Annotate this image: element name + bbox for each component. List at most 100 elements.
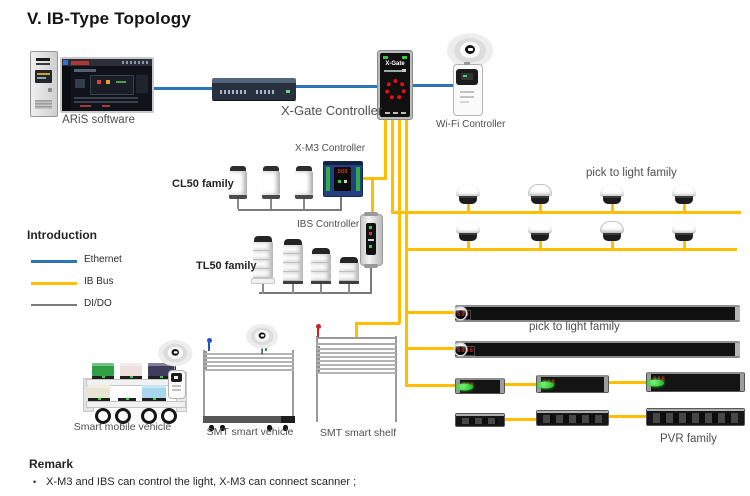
cl50-towers	[229, 166, 313, 209]
reel	[318, 366, 320, 368]
wifi-label: Wi-Fi Controller	[436, 119, 506, 130]
ib-bus-line	[391, 118, 394, 213]
tower-light-segment	[311, 254, 331, 263]
ib-bus-stem	[466, 204, 470, 212]
ib-bus-line	[391, 211, 741, 214]
cl50-tower	[229, 166, 247, 209]
ibs-controller-device	[360, 212, 383, 268]
tl50-towers	[251, 236, 359, 294]
tower-light-segment	[311, 263, 331, 272]
wifi-controller-device	[453, 62, 483, 116]
rack-row	[204, 351, 294, 353]
reel	[205, 355, 207, 357]
dido-line	[238, 209, 342, 211]
tower-cap	[263, 166, 279, 171]
ib-bus-stem	[682, 204, 686, 212]
tower-base	[311, 281, 331, 284]
rack-row	[317, 362, 396, 364]
ib-bus-stem	[466, 241, 470, 249]
mobile-wifi-device	[168, 370, 186, 399]
shelf	[317, 352, 396, 354]
network-switch	[212, 78, 296, 100]
aris-logo	[63, 60, 68, 65]
ib-bus-line	[355, 322, 400, 325]
dido-stem	[348, 284, 350, 294]
pick-to-light-button	[455, 184, 481, 212]
xgate-led-ring	[385, 79, 406, 100]
dido-stem	[262, 284, 264, 294]
xm3-display: 888	[337, 169, 348, 175]
shelf	[204, 365, 294, 367]
cl50-label: CL50 family	[172, 178, 234, 190]
aris-monitor	[60, 57, 154, 113]
ethernet-line	[294, 85, 378, 88]
tl50-tower	[339, 257, 359, 294]
pvr-receiver-bar	[536, 410, 609, 426]
dido-stem	[292, 284, 294, 294]
wifi-dome-icon	[246, 324, 279, 355]
tower-light-segment	[283, 272, 303, 281]
pvr-sender-bar: 888	[536, 375, 609, 393]
smt-smart-vehicle	[203, 338, 295, 432]
pick-to-light-button	[599, 184, 625, 212]
dido-stem	[237, 199, 239, 209]
led	[383, 56, 388, 59]
ib-bus-line	[405, 311, 456, 314]
ib-bus-stem	[610, 204, 614, 212]
ib-bus-stem	[538, 241, 542, 249]
ib-bus-line	[371, 179, 374, 215]
tower-cap	[230, 166, 246, 171]
bullet-icon: •	[33, 477, 37, 487]
pvr-slots	[653, 413, 738, 423]
tower-cap	[254, 236, 272, 242]
ethernet-line	[411, 84, 455, 87]
rack-row	[204, 355, 294, 357]
reel	[318, 370, 320, 372]
ib-bus-line	[405, 384, 456, 387]
legend-ibbus-line	[31, 282, 77, 285]
xgate-label: X-Gate Controller	[281, 103, 383, 118]
reel	[205, 359, 207, 361]
ethernet-line	[152, 87, 214, 90]
dido-line	[340, 196, 342, 210]
ib-bus-line	[606, 381, 647, 384]
tower-light-segment	[283, 254, 303, 263]
pick-to-light-rail-1: 888	[455, 305, 740, 322]
pick-to-light-button	[599, 221, 625, 249]
server-tower	[30, 51, 58, 117]
shelf	[317, 348, 396, 350]
rack-row	[317, 358, 396, 360]
legend-ethernet-line	[31, 260, 77, 263]
tower-cap	[284, 239, 302, 245]
tower-light-segment	[339, 272, 359, 281]
reel	[205, 367, 207, 369]
tower-base	[295, 195, 313, 199]
ib-bus-stem	[682, 241, 686, 249]
shelf	[317, 364, 396, 366]
tl50-tower	[311, 248, 331, 294]
tower-base	[283, 281, 303, 284]
xm3-controller-device: 888	[323, 161, 363, 197]
button-base	[531, 233, 549, 241]
dido-stem	[303, 199, 305, 209]
legend-dido-line	[31, 304, 77, 306]
pvr-receiver-bar	[455, 413, 505, 427]
ptl-mid-label: pick to light family	[529, 321, 620, 333]
shelf	[317, 356, 396, 358]
ibs-label: IBS Controller	[297, 219, 360, 230]
tl50-tower	[283, 239, 303, 294]
ib-bus-stem	[538, 204, 542, 212]
rack-row	[204, 367, 294, 369]
cl50-tower	[262, 166, 280, 209]
ib-bus-line	[405, 118, 408, 386]
tower-light-segment	[311, 272, 331, 281]
tower-light-segment	[283, 245, 303, 254]
ib-bus-line	[405, 347, 456, 350]
shelf	[317, 372, 396, 374]
pvr-green-led	[456, 383, 473, 390]
wifi-dome-icon	[158, 340, 193, 373]
rail-button	[455, 344, 466, 355]
reel	[318, 354, 320, 356]
red-antenna	[315, 324, 321, 337]
pick-to-light-button	[455, 221, 481, 249]
